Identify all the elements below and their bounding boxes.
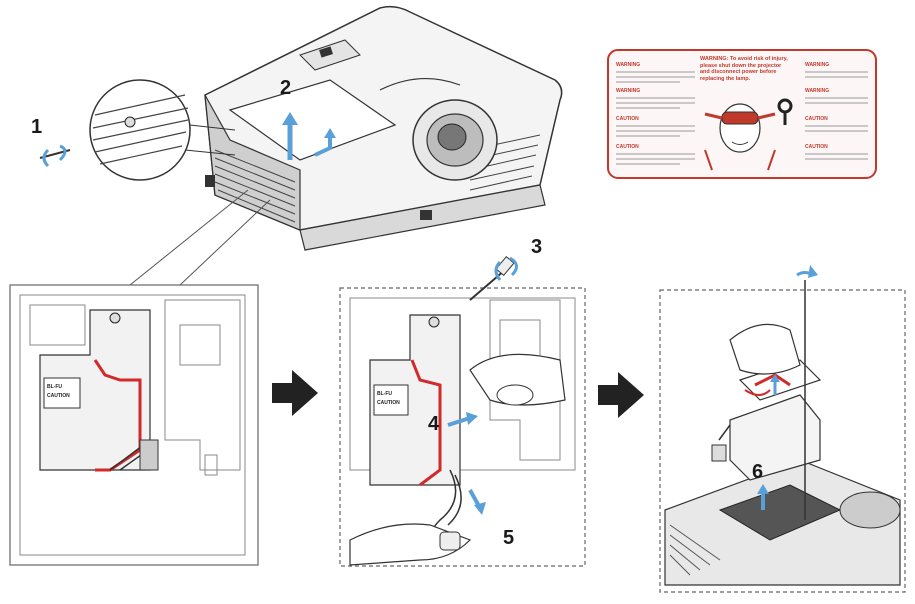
warning-right-4: CAUTION: [805, 144, 828, 150]
next-arrow-1: [272, 370, 318, 416]
step-5-label: 5: [503, 527, 514, 549]
face-goggles-icon: [704, 103, 776, 171]
warning-left-1: WARNING: [616, 62, 640, 68]
warning-right-1: WARNING: [805, 62, 829, 68]
panel-2-remove-lamp: BL-FU CAUTION: [339, 287, 586, 567]
panel-1-lamp-compartment: BL-FU CAUTION: [9, 284, 259, 566]
step-numbers: 1 2 3 4 5 6: [31, 77, 763, 549]
step-1-screw-detail: [39, 79, 236, 181]
warning-label: WARNING WARNING CAUTION CAUTION WARNING:…: [607, 49, 877, 179]
step-1-label: 1: [31, 116, 42, 138]
leader-lines: [129, 189, 271, 286]
lamp-label-model-2: BL-FU: [377, 391, 392, 397]
warning-right-items: WARNING WARNING CAUTION CAUTION: [805, 62, 868, 160]
warning-left-2: WARNING: [616, 88, 640, 94]
step-3-screwdriver: [469, 255, 518, 301]
step-2-arrows: [282, 112, 336, 160]
warning-center-title: WARNING: To avoid risk of injury, please…: [700, 56, 788, 82]
lamp-label-caution-2: CAUTION: [377, 400, 400, 406]
wrench-icon: [777, 98, 793, 125]
projector-top-view: [204, 5, 563, 251]
warning-left-3: CAUTION: [616, 116, 639, 122]
step-4-label: 4: [428, 413, 440, 435]
lamp-label-caution-1: CAUTION: [47, 393, 70, 399]
next-arrow-2: [598, 372, 644, 418]
warning-left-4: CAUTION: [616, 144, 639, 150]
step-3-label: 3: [531, 236, 542, 258]
warning-left-items: WARNING WARNING CAUTION CAUTION: [616, 62, 695, 165]
step-6-label: 6: [752, 461, 763, 483]
lamp-label-model-1: BL-FU: [47, 384, 62, 390]
step-2-label: 2: [280, 77, 291, 99]
warning-right-2: WARNING: [805, 88, 829, 94]
panel-3-install-lamp: [659, 265, 906, 593]
warning-right-3: CAUTION: [805, 116, 828, 122]
